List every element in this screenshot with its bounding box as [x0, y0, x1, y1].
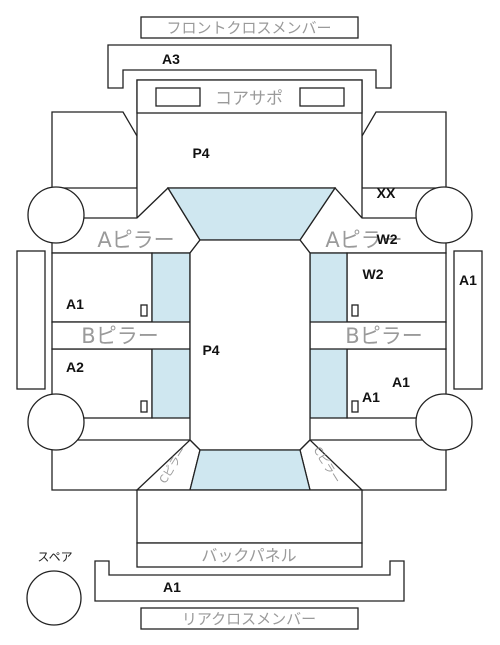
front-fender-left[interactable] — [51, 111, 138, 189]
front-cross-member-box[interactable] — [140, 16, 359, 39]
rear-cross-member-label: リアクロスメンバー — [182, 610, 316, 628]
wheel-spare[interactable] — [26, 570, 82, 626]
code-front-floor: P4 — [192, 145, 209, 161]
wheel-rear-left[interactable] — [27, 393, 85, 451]
b-pillar-left[interactable] — [51, 321, 191, 350]
door-handle-rear-left[interactable] — [140, 400, 148, 413]
code-rear-door-right-upper: A1 — [392, 374, 410, 390]
wheel-front-left[interactable] — [27, 186, 85, 244]
core-support-label: コアサポ — [215, 89, 283, 109]
back-panel-label: バックパネル — [201, 546, 296, 565]
code-rear-door-right-lower: A1 — [362, 389, 380, 405]
code-front-right-inner: XX — [377, 185, 396, 201]
rear-window[interactable] — [189, 449, 311, 491]
rear-cross-member-box[interactable] — [140, 607, 359, 630]
code-front-door-right: W2 — [363, 266, 384, 282]
b-pillar-right-label: Bピラー — [345, 324, 422, 348]
a-pillar-right-label: Aピラー — [325, 228, 402, 252]
code-a-pillar-right: W2 — [377, 231, 398, 247]
front-cross-member-label: フロントクロスメンバー — [166, 19, 331, 37]
headlight-right[interactable] — [299, 87, 345, 107]
code-roof: P4 — [202, 342, 219, 358]
rear-bumper-bracket[interactable] — [94, 560, 405, 602]
wheel-front-right[interactable] — [415, 186, 473, 244]
a-pillar-left-label: Aピラー — [97, 228, 174, 252]
b-pillar-left-label: Bピラー — [81, 324, 158, 348]
code-rear-door-left: A2 — [66, 359, 84, 375]
code-front-cross-member: A3 — [162, 51, 180, 67]
door-handle-front-right[interactable] — [351, 304, 359, 317]
spare-label: スペア — [37, 550, 72, 564]
headlight-left[interactable] — [155, 87, 201, 107]
front-bumper-bracket[interactable] — [107, 44, 392, 89]
side-panel-right[interactable] — [453, 250, 483, 390]
door-handle-rear-right[interactable] — [351, 400, 359, 413]
back-panel-box[interactable] — [136, 542, 363, 568]
trunk-lid[interactable] — [136, 489, 363, 544]
code-rear-cross-member: A1 — [163, 579, 181, 595]
code-front-door-left: A1 — [66, 296, 84, 312]
front-door-right[interactable] — [346, 252, 447, 323]
wheel-rear-right[interactable] — [415, 393, 473, 451]
side-panel-left[interactable] — [16, 250, 46, 390]
code-side-right: A1 — [459, 272, 477, 288]
front-fender-right[interactable] — [361, 111, 447, 189]
b-pillar-right[interactable] — [309, 321, 447, 350]
front-door-left[interactable] — [51, 252, 153, 323]
door-handle-front-left[interactable] — [140, 304, 148, 317]
